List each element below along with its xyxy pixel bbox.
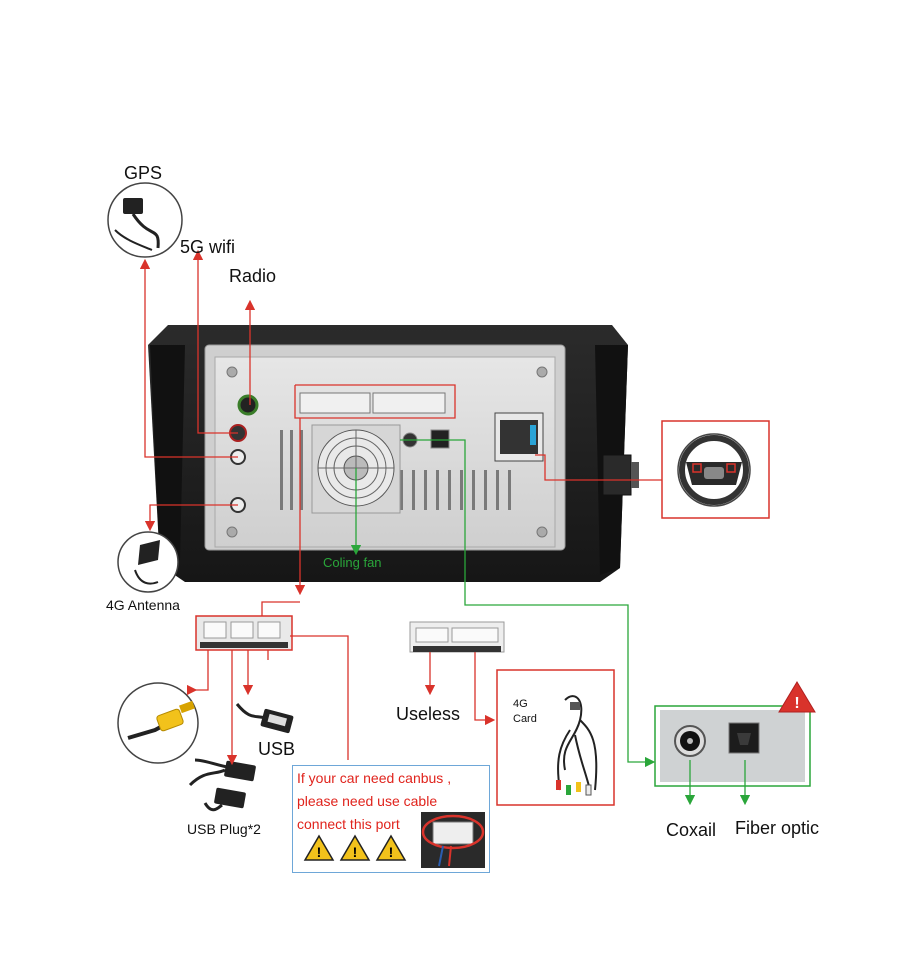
rca-video-plug	[117, 682, 199, 764]
svg-text:!: !	[317, 844, 322, 860]
svg-text:!: !	[794, 695, 799, 712]
av-usb-connector	[195, 615, 293, 651]
coax-optical-panel	[654, 705, 811, 787]
warning-icon: !	[303, 834, 335, 861]
canbus-note: If your car need canbus , please need us…	[292, 765, 490, 873]
4g-card-box	[496, 669, 615, 806]
red-connection-lines	[139, 249, 662, 766]
green-connection-lines	[350, 439, 751, 806]
head-unit	[148, 325, 639, 582]
canbus-port-photo	[421, 812, 485, 868]
radio-label: Radio	[229, 266, 277, 286]
canbus-note-line1: If your car need canbus ,	[297, 770, 452, 786]
usb-label: USB	[258, 739, 296, 759]
svg-text:!: !	[389, 844, 394, 860]
4g-card-label-line2: Card	[513, 713, 537, 725]
alert-icon: !	[778, 681, 816, 713]
fiber-optic-label: Fiber optic	[735, 818, 820, 838]
canbus-note-graphics: ! ! !	[303, 812, 485, 868]
usb-female-cable	[235, 703, 294, 734]
4g-antenna-label: 4G Antenna	[106, 597, 180, 613]
canbus-note-line2: please need use cable	[297, 793, 438, 809]
usb-plug-cables	[188, 758, 256, 812]
canbus-note-line3: connect this port	[297, 816, 400, 832]
warning-icon: !	[339, 834, 371, 861]
useless-label: Useless	[396, 704, 461, 724]
wifi-label: 5G wifi	[180, 237, 236, 257]
4g-antenna	[117, 531, 179, 593]
steering-wheel-control	[661, 420, 770, 519]
coaxial-label: Coxail	[666, 820, 717, 840]
gps-label: GPS	[124, 163, 163, 183]
cooling-fan-label: Coling fan	[323, 555, 382, 570]
usb-plug-label: USB Plug*2	[187, 821, 261, 837]
warning-icon: !	[375, 834, 407, 861]
gps-antenna	[107, 182, 183, 258]
useless-connector	[409, 621, 505, 653]
svg-text:!: !	[353, 844, 358, 860]
4g-card-label-line1: 4G	[513, 698, 528, 710]
